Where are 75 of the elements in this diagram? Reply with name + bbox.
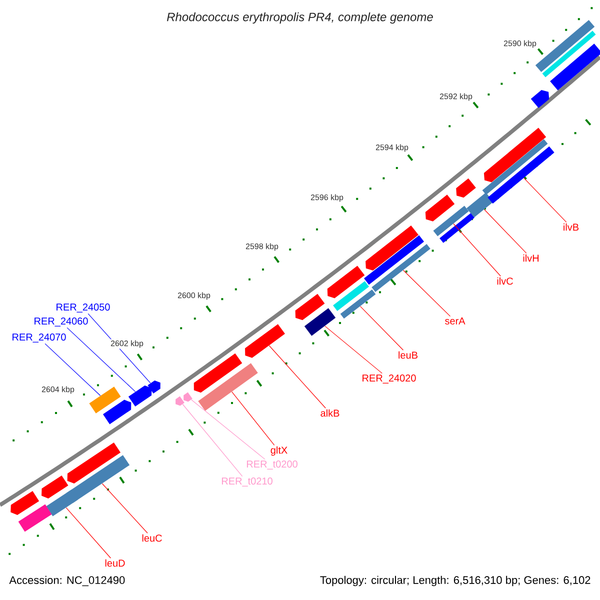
gene-feature bbox=[535, 20, 595, 72]
gene-label: leuC bbox=[142, 534, 162, 542]
scale-label: 2604 kbp bbox=[40, 385, 76, 395]
gene-feature bbox=[66, 455, 130, 503]
gene-feature bbox=[102, 400, 132, 424]
gene-label: gltX bbox=[270, 446, 288, 456]
gene-feature bbox=[550, 44, 600, 90]
leader-line bbox=[88, 313, 151, 384]
leader-line bbox=[102, 483, 148, 534]
gene-feature bbox=[128, 385, 152, 407]
title: Rhodococcus erythropolis PR4, complete genome bbox=[166, 12, 433, 24]
gene-label: RER_t0200 bbox=[246, 460, 298, 470]
gene-feature bbox=[148, 380, 160, 394]
gene-feature bbox=[67, 442, 121, 484]
gene-feature bbox=[466, 192, 494, 218]
leader-line bbox=[66, 327, 136, 392]
leader-line bbox=[182, 404, 243, 477]
gene-feature bbox=[198, 363, 258, 411]
scale-label: 2602 kbp bbox=[110, 339, 144, 349]
gene-feature bbox=[364, 235, 424, 285]
scale-label: 2596 kbp bbox=[310, 193, 344, 203]
gene-label: RER_24060 bbox=[34, 318, 88, 326]
gene-feature bbox=[194, 353, 242, 393]
gene-label: ilvC bbox=[497, 277, 513, 285]
leader-line bbox=[66, 507, 111, 558]
gene-feature bbox=[542, 30, 596, 78]
leader-line bbox=[484, 209, 527, 254]
leader-line bbox=[44, 343, 101, 396]
gene-feature bbox=[340, 289, 376, 319]
gene-label: leuD bbox=[105, 559, 125, 567]
gene-feature bbox=[433, 206, 469, 236]
gene-label: RER_t0210 bbox=[222, 478, 272, 486]
leader-line bbox=[403, 270, 451, 317]
gene-feature bbox=[372, 244, 430, 292]
gene-feature bbox=[482, 139, 548, 195]
leader-line bbox=[191, 399, 266, 460]
gene-feature bbox=[327, 266, 365, 298]
scale-label: 2600 kbp bbox=[176, 291, 212, 301]
gene-label: ilvH bbox=[523, 254, 539, 262]
gene-feature bbox=[484, 128, 546, 182]
gene-feature bbox=[440, 213, 474, 243]
leader-line bbox=[453, 223, 501, 276]
leader-line bbox=[324, 326, 382, 374]
gene-feature bbox=[176, 396, 184, 406]
leader-line bbox=[232, 392, 275, 446]
gene-label: RER_24020 bbox=[362, 374, 416, 384]
gene-feature bbox=[366, 225, 418, 271]
gene-label: ilvB bbox=[564, 223, 579, 231]
gene-feature bbox=[184, 392, 192, 402]
gene-label: alkB bbox=[320, 409, 340, 417]
gene-feature bbox=[530, 90, 550, 108]
gene-feature bbox=[295, 294, 325, 320]
leader-line bbox=[268, 345, 326, 408]
topology-text: Topology: circular; Length: 6,516,310 bp; Genes: 6,102 bbox=[320, 576, 590, 586]
leader-line bbox=[524, 178, 567, 222]
gene-label: RER_24070 bbox=[12, 334, 66, 342]
gene-label: leuB bbox=[398, 351, 418, 359]
gene-feature bbox=[18, 504, 52, 532]
gene-feature bbox=[10, 491, 40, 516]
gene-feature bbox=[488, 146, 554, 204]
gene-feature bbox=[456, 178, 476, 198]
scale-label: 2598 kbp bbox=[244, 242, 280, 252]
gene-feature bbox=[425, 194, 455, 222]
gene-label: serA bbox=[445, 318, 466, 324]
accession-text: Accession: NC_012490 bbox=[9, 576, 125, 586]
leader-line bbox=[360, 306, 404, 350]
gene-feature bbox=[89, 386, 121, 414]
scale-label: 2592 kbp bbox=[438, 92, 474, 102]
gene-feature bbox=[304, 308, 336, 336]
gene-feature bbox=[42, 475, 68, 499]
scale-label: 2594 kbp bbox=[374, 143, 410, 153]
gene-label: RER_24050 bbox=[56, 304, 110, 312]
scale-label: 2590 kbp bbox=[502, 39, 538, 49]
gene-feature bbox=[245, 324, 285, 358]
gene-feature bbox=[333, 281, 369, 311]
